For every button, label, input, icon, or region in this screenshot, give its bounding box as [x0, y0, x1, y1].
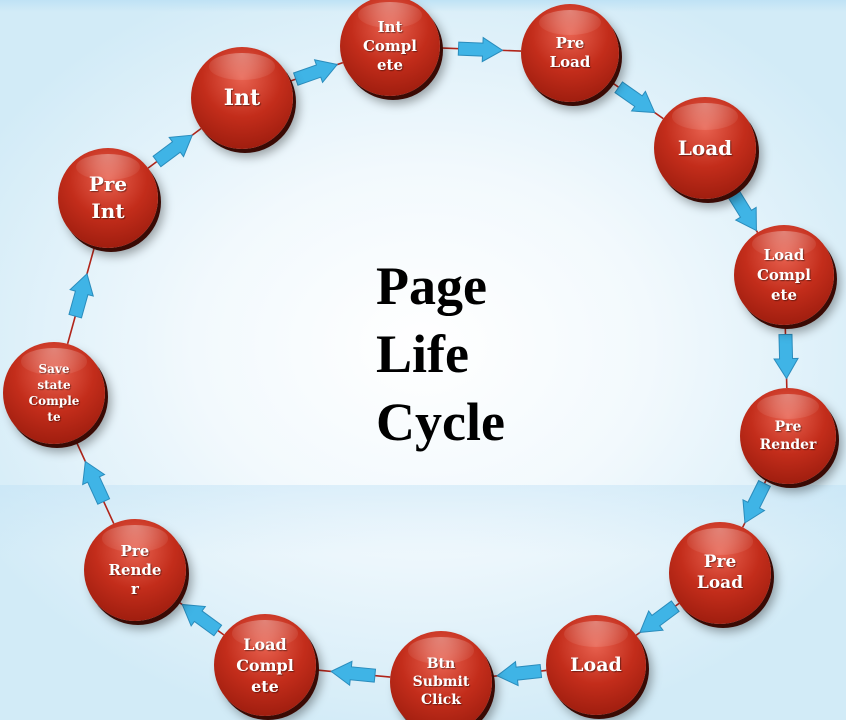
flow-arrow-icon — [639, 600, 680, 633]
title-line-life: Life — [376, 324, 469, 384]
node-label: Btn Submit Click — [412, 656, 470, 708]
flow-arrow-icon — [742, 479, 771, 524]
node-label: Pre Load — [549, 34, 591, 71]
flow-arrow-icon — [496, 660, 543, 687]
title-line-page: Page — [376, 256, 487, 316]
flow-arrow-icon — [457, 36, 504, 63]
flow-arrow-icon — [330, 660, 377, 687]
node-save-state-complete: Save state Comple te — [3, 342, 105, 444]
node-label: Int — [223, 85, 261, 111]
node-label: Load — [570, 653, 622, 676]
flow-arrow-icon — [292, 59, 339, 86]
node-label: Save state Comple te — [28, 362, 80, 424]
node-load-complete-2: Load Compl ete — [214, 614, 316, 716]
node-int: Int — [191, 47, 293, 149]
node-btn-submit-click: Btn Submit Click — [390, 631, 492, 720]
flow-arrow-icon — [82, 460, 111, 505]
node-pre-render-1: Pre Render — [740, 388, 836, 484]
node-label: Pre Render — [759, 419, 817, 453]
flow-arrow-icon — [614, 81, 656, 114]
node-pre-render-2: Pre Rende r — [84, 519, 186, 621]
node-load-1: Load — [654, 97, 756, 199]
flow-arrow-icon — [726, 189, 757, 232]
node-pre-load-1: Pre Load — [521, 4, 619, 102]
top-highlight-band — [0, 0, 846, 12]
node-load-2: Load — [546, 615, 646, 715]
node-load-complete-1: Load Compl ete — [734, 225, 834, 325]
node-pre-int: Pre Int — [58, 148, 158, 248]
node-label: Int Compl ete — [362, 17, 417, 74]
node-label: Load Compl ete — [236, 634, 294, 696]
node-label: Pre Int — [88, 172, 128, 223]
node-label: Pre Rende r — [108, 541, 162, 598]
node-int-complete: Int Compl ete — [340, 0, 440, 96]
node-label: Load — [677, 136, 733, 160]
flow-arrow-icon — [68, 272, 94, 319]
node-label: Pre Load — [696, 552, 744, 593]
diagram-title: Page Life Cycle — [376, 252, 576, 456]
node-label: Load Compl ete — [756, 246, 811, 304]
flow-arrow-icon — [152, 134, 194, 168]
title-line-cycle: Cycle — [376, 392, 505, 452]
node-pre-load-2: Pre Load — [669, 522, 771, 624]
flow-arrow-icon — [181, 603, 223, 637]
flow-arrows — [68, 36, 799, 687]
flow-arrow-icon — [773, 333, 799, 380]
